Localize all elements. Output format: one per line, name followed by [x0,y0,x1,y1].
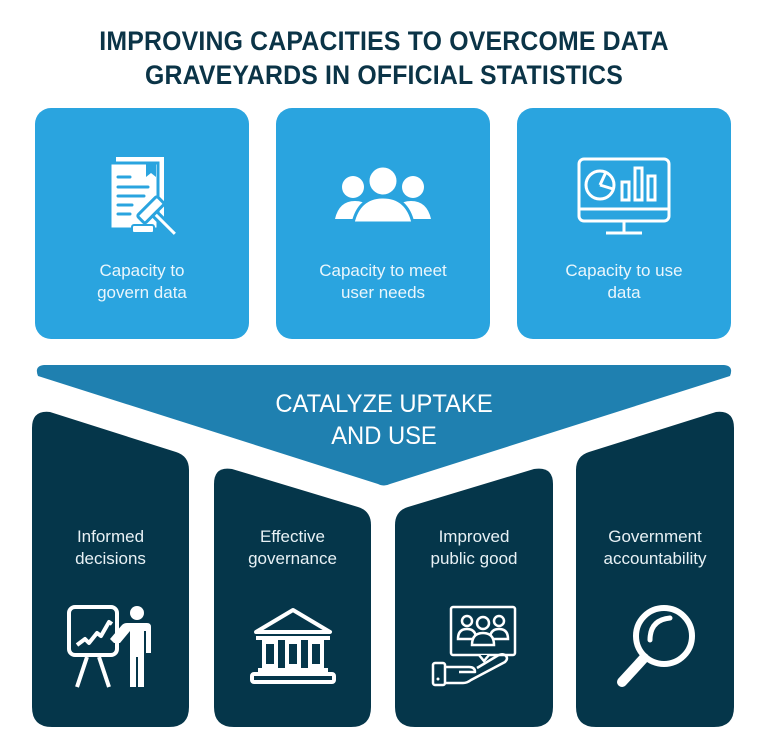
capacity-card-govern-data: Capacity to govern data [35,108,249,339]
magnifying-glass-icon [576,596,734,696]
title-line-2: GRAVEYARDS IN OFFICIAL STATISTICS [144,60,624,90]
catalyze-banner-text: CATALYZE UPTAKE AND USE [275,390,493,450]
capacity-card-meet-user-needs: Capacity to meet user needs [276,108,490,339]
capacity-label: Capacity to use data [565,261,683,302]
capacity-label: Capacity to govern data [97,261,187,302]
outcome-card-effective-governance: Effective governance [248,527,337,568]
outcome-card-government-accountability: Government accountability [603,527,707,568]
outcome-card-improved-public-good: Improved public good [430,527,518,568]
outcome-card-2-shape [214,468,371,727]
monitor-chart-icon [517,148,731,248]
document-gavel-icon [35,148,249,248]
outcome-card-informed-decisions: Informed decisions [75,527,146,568]
government-building-icon [214,598,371,693]
capacity-card-use-data: Capacity to use data [517,108,731,339]
title-line-1: IMPROVING CAPACITIES TO OVERCOME DATA [99,26,669,56]
capacity-label: Capacity to meet user needs [319,261,447,302]
presenter-chart-icon [32,598,189,693]
catalyze-banner [36,365,732,486]
page-title: IMPROVING CAPACITIES TO OVERCOME DATA GR… [31,24,738,92]
outcome-card-4-shape [576,411,734,727]
hand-community-icon [395,598,553,693]
user-group-icon [276,148,490,248]
